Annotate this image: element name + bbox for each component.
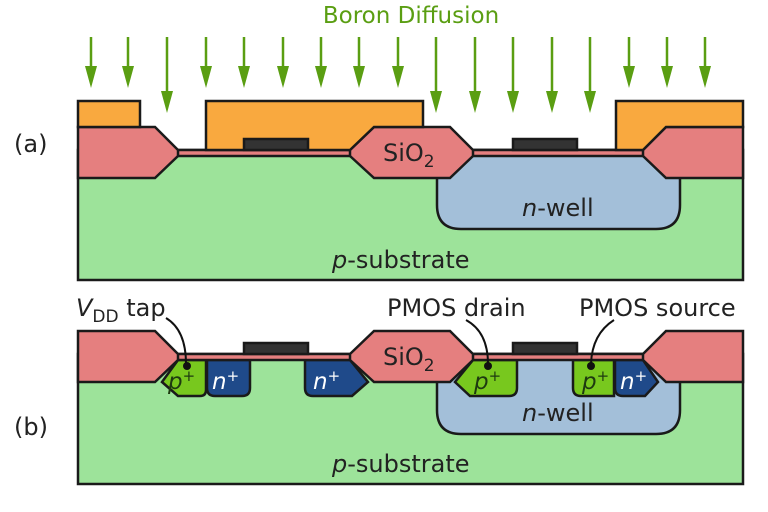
arrow-head xyxy=(430,91,442,113)
field-oxide-middle xyxy=(348,125,475,180)
n-well-label: n-well xyxy=(522,194,594,222)
n-plus-nmos-drain xyxy=(205,358,252,398)
diagram-title: Boron Diffusion xyxy=(323,3,499,29)
n-plus-label: n+ xyxy=(313,367,340,395)
sio2-label: SiO2 xyxy=(383,139,435,172)
p-substrate-label: p-substrate xyxy=(331,450,470,478)
p-substrate-label: p-substrate xyxy=(331,246,470,274)
p-plus-label: p+ xyxy=(581,367,609,395)
vdd-tap-leader xyxy=(165,317,187,365)
panel-a-label: (a) xyxy=(14,130,47,158)
field-oxide-left xyxy=(76,125,180,180)
arrow-head xyxy=(122,66,134,88)
n-well xyxy=(435,148,682,231)
n-well-label: n-well xyxy=(522,399,594,427)
p-plus-pmos-source xyxy=(571,358,616,398)
pmos-source-leader xyxy=(590,319,615,365)
arrow-head xyxy=(315,66,327,88)
pmos-source-dot xyxy=(587,362,595,370)
vdd-tap-label: VDD tap xyxy=(76,294,166,327)
n-plus-label: n+ xyxy=(620,367,647,395)
field-oxide-right xyxy=(641,329,745,384)
gate-nmos xyxy=(242,341,310,356)
arrow-head xyxy=(546,91,558,113)
arrow-head xyxy=(85,66,97,88)
field-oxide-left xyxy=(76,329,180,384)
gate-nmos xyxy=(242,137,310,152)
arrow-head xyxy=(277,66,289,88)
pmos-drain-leader xyxy=(465,319,489,365)
boron-arrows xyxy=(85,37,711,113)
panel-b: (b) p+ n+ n+ p+ p+ n+ SiO2 n-well p-subs… xyxy=(14,294,745,486)
pmos-source-label: PMOS source xyxy=(579,294,736,322)
pmos-drain-dot xyxy=(484,362,492,370)
n-plus-label: n+ xyxy=(212,367,239,395)
p-plus-pmos-drain xyxy=(453,358,519,398)
arrow-head xyxy=(200,66,212,88)
n-plus-nwell-tap xyxy=(613,358,660,398)
arrow-head xyxy=(392,66,404,88)
arrow-head xyxy=(623,66,635,88)
panel-b-label: (b) xyxy=(14,413,48,441)
photoresist-left xyxy=(76,99,142,129)
n-plus-nmos-source xyxy=(303,358,370,398)
p-plus-label: p+ xyxy=(473,367,501,395)
arrow-head xyxy=(584,91,596,113)
vdd-tap-dot xyxy=(183,362,191,370)
p-plus-label: p+ xyxy=(167,367,195,395)
arrow-head xyxy=(161,91,173,113)
pmos-drain-label: PMOS drain xyxy=(387,294,526,322)
field-oxide-middle xyxy=(348,329,475,384)
photoresist-right xyxy=(614,99,745,152)
arrow-head xyxy=(469,91,481,113)
arrow-head xyxy=(699,66,711,88)
arrow-head xyxy=(507,91,519,113)
sio2-label: SiO2 xyxy=(383,343,435,376)
panel-a: (a) SiO2 n-well p-substrate xyxy=(14,99,745,282)
arrow-head xyxy=(353,66,365,88)
gate-pmos xyxy=(511,341,579,356)
arrow-head xyxy=(238,66,250,88)
gate-pmos xyxy=(511,137,579,152)
arrow-head xyxy=(661,66,673,88)
